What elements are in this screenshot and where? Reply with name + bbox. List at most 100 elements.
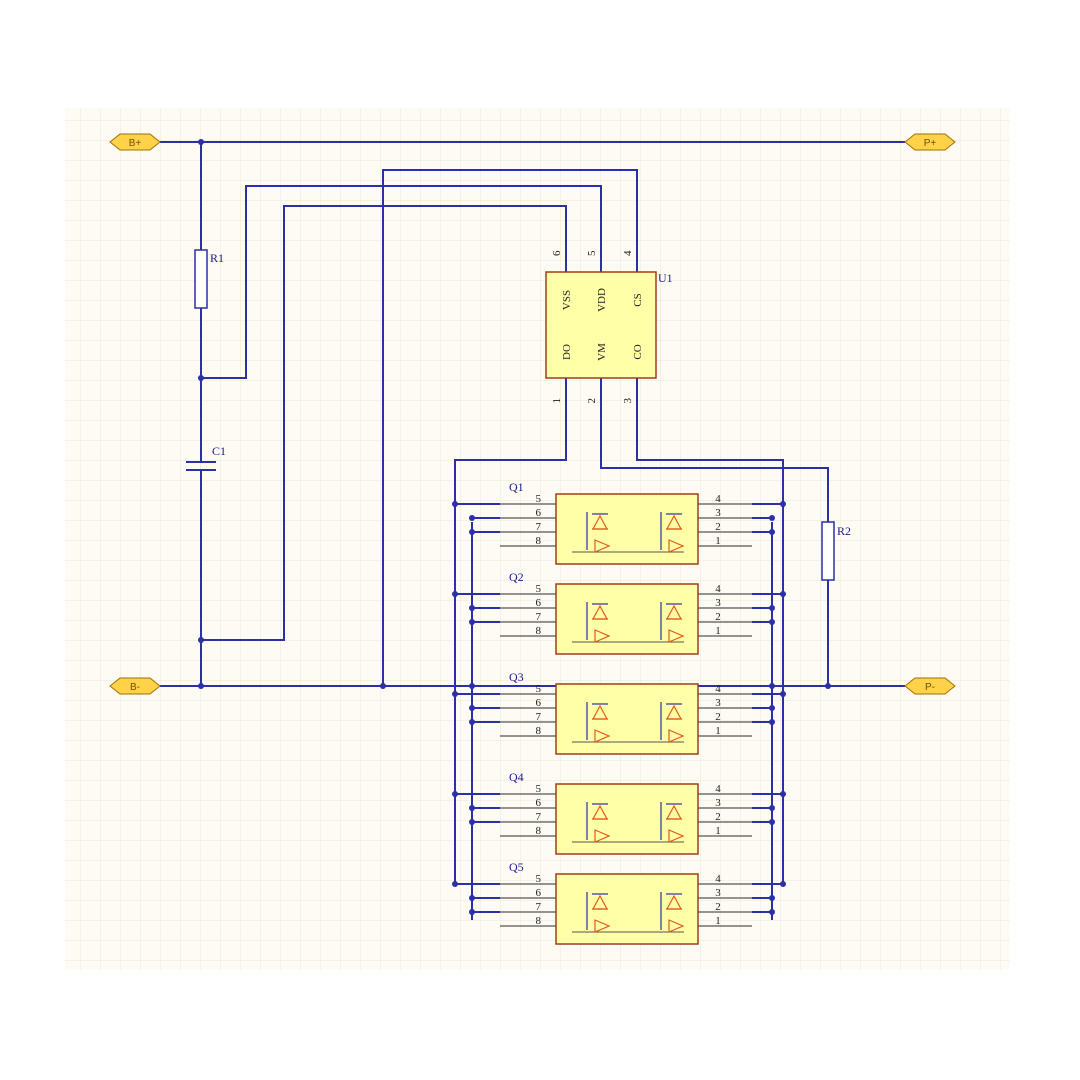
mosfet-pin-number: 8	[536, 915, 542, 927]
junction-dot	[452, 791, 458, 797]
mosfet-pin-number: 6	[536, 507, 542, 519]
junction-dot	[769, 605, 775, 611]
mosfet-pin-number: 8	[536, 625, 542, 637]
capacitor-c1-label: C1	[212, 444, 226, 458]
mosfet-symbol	[660, 702, 685, 743]
junction-dot	[780, 591, 786, 597]
mosfet-pin-number: 2	[715, 811, 721, 823]
mosfet-symbol	[586, 602, 611, 643]
junction-dot	[769, 619, 775, 625]
ic-pin-name: CS	[632, 293, 644, 306]
ic-pin-number: 2	[586, 398, 598, 404]
junction-dot	[452, 881, 458, 887]
junction-dot	[469, 529, 475, 535]
ic-pin-name: DO	[561, 344, 573, 360]
mosfet-pin-number: 8	[536, 825, 542, 837]
mosfet-pin-number: 3	[715, 797, 721, 809]
junction-dot	[452, 591, 458, 597]
mosfet-pin-number: 7	[536, 811, 542, 823]
junction-dot	[452, 501, 458, 507]
mosfet-pin-number: 7	[536, 711, 542, 723]
mosfet-symbol	[586, 512, 611, 553]
junction-dot	[452, 691, 458, 697]
junction-dot	[780, 501, 786, 507]
port-p-minus: P-	[904, 677, 956, 695]
junction-dot	[769, 719, 775, 725]
mosfet-pin-number: 1	[715, 725, 721, 737]
mosfet-pin-number: 5	[536, 583, 542, 595]
junction-dot	[769, 515, 775, 521]
port-b-plus: B+	[109, 133, 161, 151]
junction-dot	[469, 515, 475, 521]
junction-dot	[469, 805, 475, 811]
ic-u1-body	[545, 271, 657, 379]
mosfet-pin-number: 8	[536, 535, 542, 547]
junction-dot	[469, 895, 475, 901]
port-b-minus: B-	[109, 677, 161, 695]
junction-dot	[780, 881, 786, 887]
mosfet-symbol	[660, 802, 685, 843]
mosfet-pin-number: 1	[715, 535, 721, 547]
resistor-r2-label: R2	[837, 524, 851, 538]
mosfet-pin-number: 5	[536, 873, 542, 885]
ic-pin-number: 5	[586, 250, 598, 256]
mosfet-pin-number: 2	[715, 521, 721, 533]
port-p-plus: P+	[904, 133, 956, 151]
ic-pin-name: VM	[596, 343, 608, 361]
ic-pin-number: 4	[622, 250, 634, 256]
resistor-r2: R2	[821, 521, 851, 581]
wire-net	[160, 141, 905, 920]
mosfet-pin-number: 1	[715, 825, 721, 837]
ic-pin-name: VDD	[596, 288, 608, 312]
mosfet-pin-number: 3	[715, 597, 721, 609]
port-b-plus-label: B+	[129, 138, 142, 149]
junction-dot	[780, 691, 786, 697]
junction-dot	[469, 819, 475, 825]
mosfet-label: Q4	[509, 770, 524, 784]
ic-u1: U1 6 5 4 VSS VDD CS DO VM CO 1 2 3	[545, 250, 673, 404]
mosfet-pin-number: 4	[715, 583, 721, 595]
mosfet-pin-number: 5	[536, 683, 542, 695]
ic-pin-number: 1	[551, 398, 563, 404]
mosfet-pin-number: 3	[715, 887, 721, 899]
port-b-minus-label: B-	[130, 682, 140, 693]
mosfet-pin-number: 4	[715, 783, 721, 795]
mosfet-label: Q5	[509, 860, 524, 874]
mosfet-pin-number: 2	[715, 611, 721, 623]
mosfet-symbol	[586, 892, 611, 933]
mosfet-pin-number: 6	[536, 697, 542, 709]
mosfet-pin-number: 3	[715, 507, 721, 519]
junction-dot	[469, 705, 475, 711]
mosfet-pin-number: 8	[536, 725, 542, 737]
mosfet-label: Q2	[509, 570, 524, 584]
junction-dot	[769, 819, 775, 825]
ic-pin-number: 6	[551, 250, 563, 256]
port-p-minus-label: P-	[925, 682, 935, 693]
mosfet-symbol	[586, 802, 611, 843]
junction-dot	[769, 529, 775, 535]
mosfet-symbol	[660, 512, 685, 553]
mosfet-pin-number: 7	[536, 901, 542, 913]
ic-pin-name: CO	[632, 344, 644, 359]
junction-dot	[769, 895, 775, 901]
junction-dot	[469, 619, 475, 625]
ic-u1-label: U1	[658, 271, 673, 285]
mosfet-pin-number: 2	[715, 901, 721, 913]
mosfet-pin-number: 7	[536, 611, 542, 623]
mosfet-pin-number: 4	[715, 683, 721, 695]
mosfet-pin-number: 7	[536, 521, 542, 533]
mosfet-pin-number: 4	[715, 873, 721, 885]
capacitor-c1: C1	[186, 444, 226, 478]
resistor-r1-label: R1	[210, 251, 224, 265]
mosfet-pin-number: 2	[715, 711, 721, 723]
junction-dot	[769, 805, 775, 811]
mosfet-pin-number: 5	[536, 493, 542, 505]
ic-pin-name: VSS	[561, 290, 573, 310]
mosfet-symbol	[660, 892, 685, 933]
